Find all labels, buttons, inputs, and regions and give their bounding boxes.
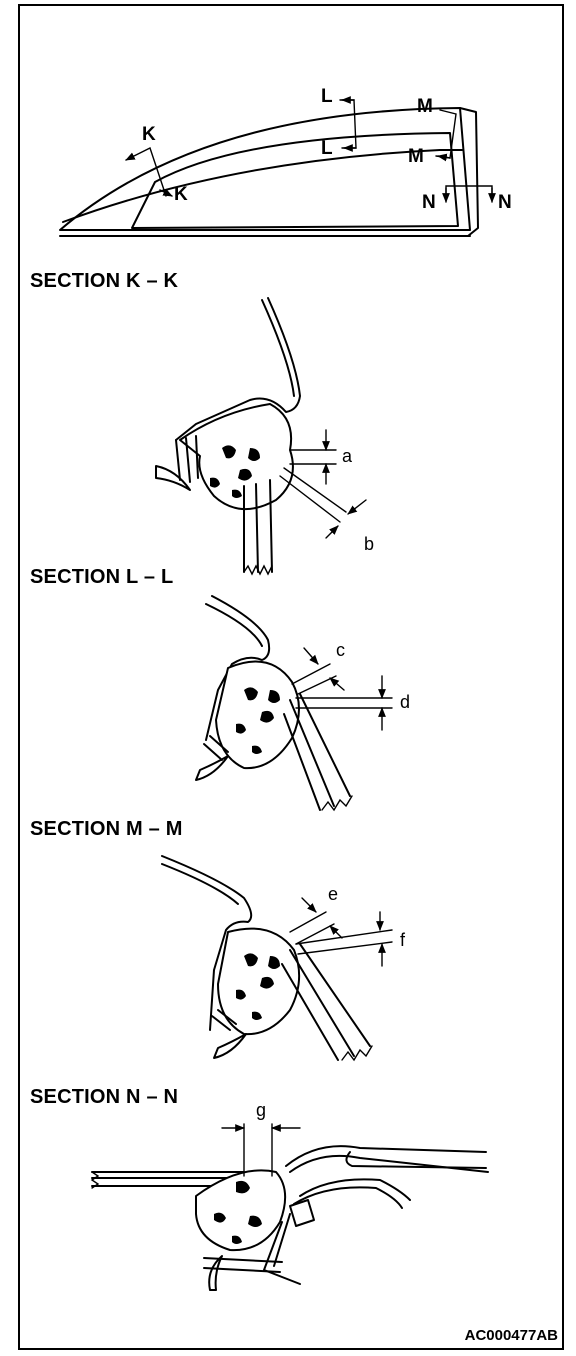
view-label-n-left: N [422, 192, 436, 213]
section-k-drawing [155, 297, 367, 576]
view-label-l-top: L [321, 86, 333, 107]
section-n-drawing [90, 1123, 489, 1291]
body-panel [175, 297, 301, 441]
view-label-n-right: N [498, 192, 512, 213]
callout-b: b [364, 534, 375, 554]
cut-marker-m [435, 109, 457, 162]
weatherstrip [217, 927, 301, 1036]
section-m-title: SECTION M – M [30, 818, 183, 840]
callout-f: f [400, 930, 406, 950]
glass-edge [281, 943, 371, 1061]
callout-g: g [256, 1100, 267, 1120]
cut-marker-n [442, 185, 496, 203]
section-n-title: SECTION N – N [30, 1086, 179, 1108]
view-label-m-top: M [417, 96, 433, 117]
view-label-l-bottom: L [321, 138, 333, 159]
section-m-drawing [161, 855, 393, 1062]
callout-a: a [342, 446, 353, 466]
clip [289, 1199, 315, 1227]
glass-edge [243, 479, 273, 573]
weatherstrip [195, 1169, 287, 1252]
section-l-title: SECTION L – L [30, 566, 174, 588]
window-overview [59, 96, 496, 237]
view-label-k-top: K [142, 124, 156, 145]
figure-frame [18, 4, 564, 1350]
figure-code: AC000477AB [464, 1327, 558, 1344]
view-label-k-bottom: K [174, 184, 188, 205]
callout-c: c [336, 640, 345, 660]
body-panel [205, 595, 271, 741]
callout-d: d [400, 692, 411, 712]
section-l-drawing [195, 595, 393, 812]
glass-edge [283, 693, 351, 811]
section-k-title: SECTION K – K [30, 270, 179, 292]
roof-panel [285, 1145, 489, 1173]
body-panel [161, 855, 253, 1031]
cut-marker-l [339, 96, 357, 152]
cut-marker-k [125, 147, 173, 197]
view-label-m-bottom: M [408, 146, 424, 167]
callout-e: e [328, 884, 339, 904]
window-inner-outline [131, 132, 459, 229]
window-outer-outline [59, 107, 471, 231]
weatherstrip [179, 403, 294, 511]
